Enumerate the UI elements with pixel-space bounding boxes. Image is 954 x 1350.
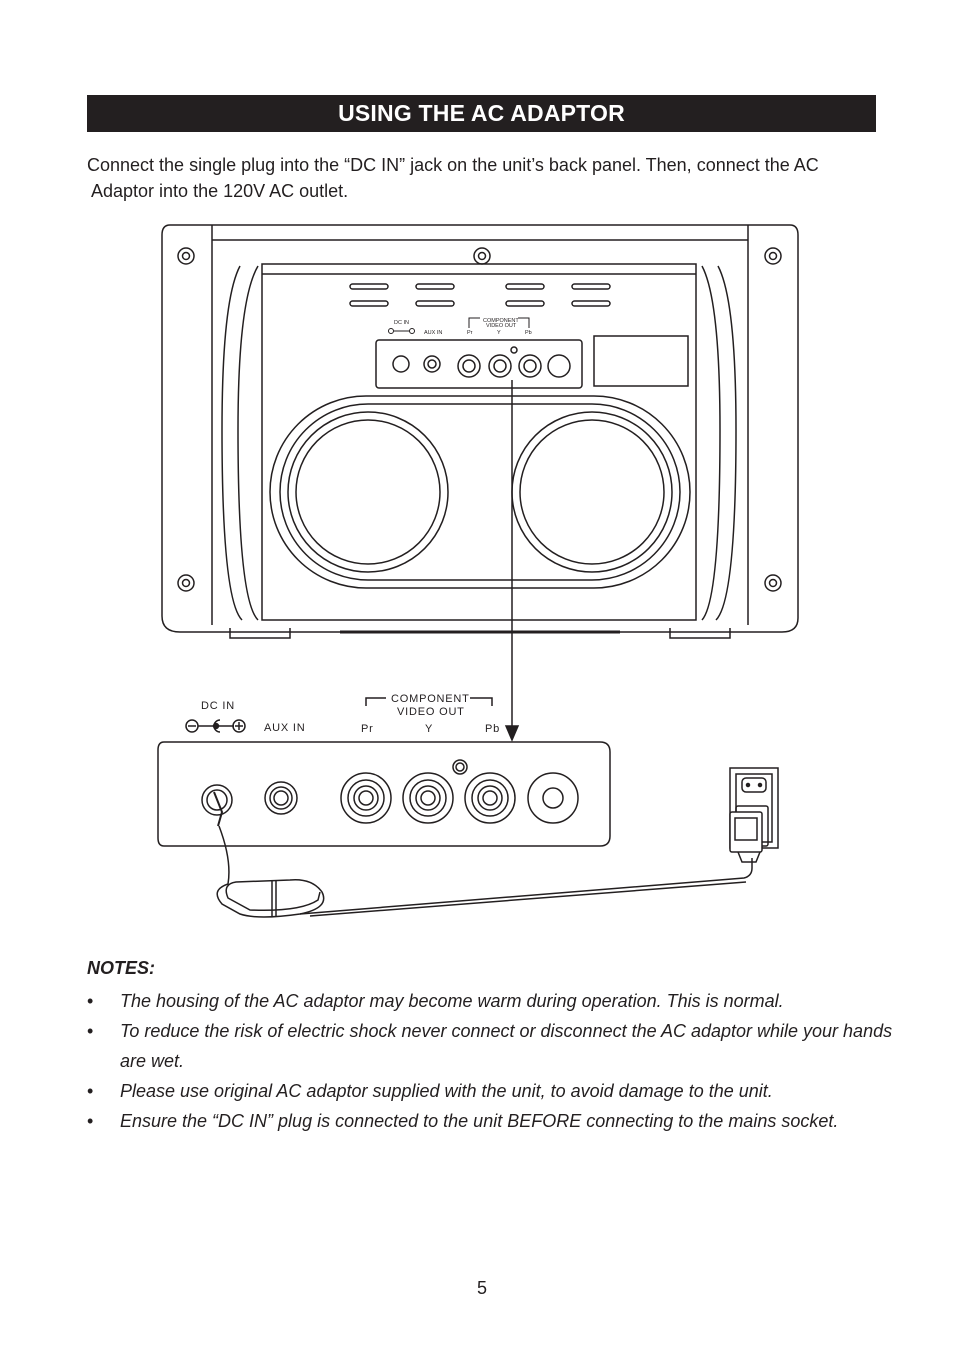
note-item: • Ensure the “DC IN” plug is connected to… bbox=[87, 1106, 907, 1136]
note-item: • The housing of the AC adaptor may becom… bbox=[87, 986, 907, 1016]
note-text: The housing of the AC adaptor may become… bbox=[120, 991, 784, 1011]
notes-list: • The housing of the AC adaptor may becom… bbox=[87, 986, 907, 1136]
unit-label-y: Y bbox=[497, 330, 501, 336]
arrow-down-icon bbox=[504, 725, 520, 742]
unit-back-view bbox=[161, 224, 799, 639]
ac-adaptor-outlet bbox=[729, 767, 779, 863]
unit-label-aux-in: AUX IN bbox=[424, 330, 442, 336]
unit-label-dc-in: DC IN bbox=[394, 320, 409, 326]
intro-line-2: Adaptor into the 120V AC outlet. bbox=[91, 181, 349, 201]
panel-label-y: Y bbox=[425, 723, 433, 735]
page-number: 5 bbox=[476, 1278, 487, 1298]
enlarged-jack-panel bbox=[157, 697, 611, 847]
note-text: To reduce the risk of electric shock nev… bbox=[120, 1021, 893, 1071]
panel-label-pb: Pb bbox=[485, 723, 500, 735]
bullet: • bbox=[87, 1081, 94, 1101]
panel-label-component-1: COMPONENT bbox=[391, 693, 470, 705]
note-text: Ensure the “DC IN” plug is connected to … bbox=[120, 1111, 839, 1131]
intro-paragraph: Connect the single plug into the “DC IN”… bbox=[87, 152, 887, 204]
bullet: • bbox=[87, 1111, 94, 1131]
unit-label-component-1: COMPONENT bbox=[483, 318, 519, 324]
bullet: • bbox=[87, 991, 94, 1011]
panel-label-aux-in: AUX IN bbox=[264, 722, 305, 734]
note-item: • Please use original AC adaptor supplied… bbox=[87, 1076, 907, 1106]
note-item: • To reduce the risk of electric shock ne… bbox=[87, 1016, 907, 1076]
panel-label-pr: Pr bbox=[361, 723, 374, 735]
section-heading: USING THE AC ADAPTOR bbox=[87, 95, 876, 132]
bullet: • bbox=[87, 1021, 94, 1041]
polarity-icon bbox=[185, 719, 246, 733]
unit-label-pb: Pb bbox=[525, 330, 532, 336]
notes-heading: NOTES: bbox=[87, 958, 156, 978]
dc-plug-cord bbox=[213, 791, 753, 918]
unit-label-component-2: VIDEO OUT bbox=[486, 323, 517, 329]
unit-label-pr: Pr bbox=[467, 330, 473, 336]
ac-adaptor-connection-diagram: DC IN AUX IN COMPONENT VIDEO OUT Pr Y Pb… bbox=[157, 224, 799, 918]
section-heading-text: USING THE AC ADAPTOR bbox=[338, 100, 625, 126]
unit-jack-labels: DC IN AUX IN COMPONENT VIDEO OUT Pr Y Pb bbox=[394, 318, 532, 336]
panel-label-component-2: VIDEO OUT bbox=[397, 706, 465, 718]
intro-line-1: Connect the single plug into the “DC IN”… bbox=[87, 155, 819, 175]
panel-label-dc-in: DC IN bbox=[201, 700, 235, 712]
panel-jack-labels: DC IN AUX IN COMPONENT VIDEO OUT Pr Y Pb bbox=[201, 693, 500, 735]
note-text: Please use original AC adaptor supplied … bbox=[120, 1081, 773, 1101]
screw-icons bbox=[177, 247, 782, 592]
